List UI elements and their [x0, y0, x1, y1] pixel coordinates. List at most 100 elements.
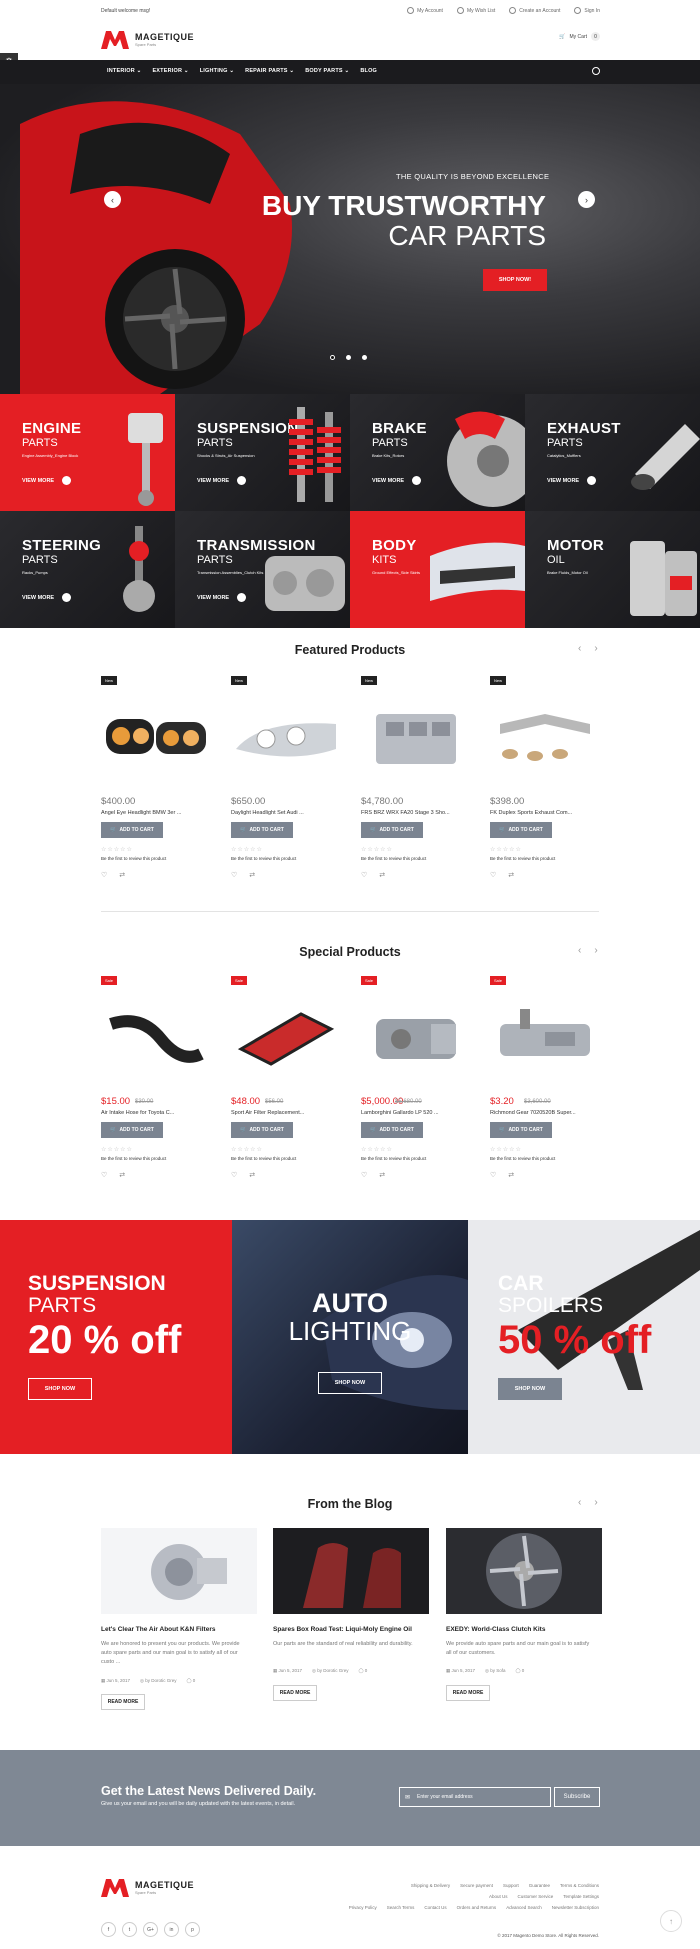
tile-transmission[interactable]: TRANSMISSION PARTS Transmission Assembli…	[175, 511, 350, 628]
tile-brake[interactable]: BRAKE PARTS Brake Kits_Rotors VIEW MORE	[350, 394, 525, 511]
review-prompt[interactable]: Be the first to review this product	[361, 1156, 427, 1161]
compare-icon[interactable]: ⇄	[119, 872, 126, 879]
nav-item-body-parts[interactable]: BODY PARTS ⌄	[305, 68, 350, 74]
back-to-top-icon[interactable]: ↑	[660, 1910, 682, 1932]
product-name[interactable]: FRS BRZ WRX FA20 Stage 3 Sho...	[361, 810, 450, 816]
footer-link[interactable]: Contact Us	[424, 1905, 447, 1910]
view-more-link[interactable]: VIEW MORE	[22, 593, 72, 602]
chevron-left-icon[interactable]: ‹	[578, 1497, 582, 1508]
banner-shop-button[interactable]: SHOP NOW	[318, 1372, 382, 1394]
tile-exhaust[interactable]: EXHAUST PARTS Catalytics_Mufflers VIEW M…	[525, 394, 700, 511]
footer-link[interactable]: Terms & Conditions	[559, 1883, 599, 1888]
banner-suspension[interactable]: SUSPENSION PARTS 20 % off SHOP NOW	[0, 1220, 232, 1454]
wishlist-heart-icon[interactable]: ♡	[361, 872, 368, 879]
blog-post-title[interactable]: EXEDY: World-Class Clutch Kits	[446, 1626, 546, 1633]
view-more-link[interactable]: VIEW MORE	[547, 476, 597, 485]
blog-image-turbo[interactable]	[101, 1528, 257, 1614]
nav-item-lighting[interactable]: LIGHTING ⌄	[199, 68, 235, 74]
banner-shop-button[interactable]: SHOP NOW	[498, 1378, 562, 1400]
product-image[interactable]	[231, 994, 341, 1074]
view-more-link[interactable]: VIEW MORE	[197, 593, 247, 602]
nav-item-interior[interactable]: INTERIOR ⌄	[107, 68, 142, 74]
product-image[interactable]	[231, 694, 341, 774]
review-prompt[interactable]: Be the first to review this product	[490, 1156, 556, 1161]
logo[interactable]: MAGETIQUE Spare Parts	[101, 30, 194, 49]
slider-dot[interactable]	[346, 355, 351, 360]
footer-link[interactable]: Privacy Policy	[348, 1905, 377, 1910]
blog-post-title[interactable]: Let's Clear The Air About K&N Filters	[101, 1626, 216, 1633]
compare-icon[interactable]: ⇄	[249, 1172, 256, 1179]
view-more-link[interactable]: VIEW MORE	[22, 476, 72, 485]
sign-in-link[interactable]: Sign In	[574, 7, 600, 14]
search-icon[interactable]	[592, 67, 600, 75]
hero-shop-button[interactable]: SHOP NOW!	[483, 269, 547, 291]
footer-link[interactable]: Shipping & Delivery	[410, 1883, 451, 1888]
product-image[interactable]	[361, 694, 471, 774]
tile-motor-oil[interactable]: MOTOR OIL Brake Fluids_Motor Oil	[525, 511, 700, 628]
add-to-cart-button[interactable]: 🛒ADD TO CART	[231, 822, 293, 838]
footer-link[interactable]: Secure payment	[460, 1883, 493, 1888]
add-to-cart-button[interactable]: 🛒ADD TO CART	[101, 1122, 163, 1138]
mini-cart[interactable]: 🛒 My Cart 0	[559, 32, 600, 41]
read-more-button[interactable]: READ MORE	[273, 1685, 317, 1701]
product-name[interactable]: Daylight Headlight Set Audi ...	[231, 810, 304, 816]
wishlist-heart-icon[interactable]: ♡	[231, 872, 238, 879]
footer-link[interactable]: Search Terms	[386, 1905, 415, 1910]
product-name[interactable]: Sport Air Filter Replacement...	[231, 1110, 305, 1116]
product-name[interactable]: Angel Eye Headlight BMW 3er ...	[101, 810, 182, 816]
compare-icon[interactable]: ⇄	[119, 1172, 126, 1179]
wishlist-heart-icon[interactable]: ♡	[361, 1172, 368, 1179]
product-image[interactable]	[361, 994, 471, 1074]
nav-item-blog[interactable]: BLOG	[360, 68, 378, 74]
review-prompt[interactable]: Be the first to review this product	[101, 1156, 167, 1161]
pinterest-icon[interactable]: p	[185, 1922, 200, 1937]
chevron-right-icon[interactable]: ›	[594, 945, 598, 956]
slider-dot[interactable]	[330, 355, 335, 360]
chevron-left-icon[interactable]: ‹	[578, 945, 582, 956]
tile-engine[interactable]: ENGINE PARTS Engine Assembly_Engine Bloc…	[0, 394, 175, 511]
footer-link[interactable]: Orders and Returns	[456, 1905, 497, 1910]
product-image[interactable]	[490, 994, 600, 1074]
slider-prev-icon[interactable]: ‹	[104, 191, 121, 208]
product-name[interactable]: Lamborghini Gallardo LP 520 ...	[361, 1110, 439, 1116]
product-image[interactable]	[101, 994, 211, 1074]
banner-auto-lighting[interactable]: AUTO LIGHTING SHOP NOW	[232, 1220, 468, 1454]
review-prompt[interactable]: Be the first to review this product	[361, 856, 427, 861]
product-image[interactable]	[101, 694, 211, 774]
blog-image-seats[interactable]	[273, 1528, 429, 1614]
tile-body-kits[interactable]: BODY KITS Ground Effects_Side Skirts	[350, 511, 525, 628]
slider-dot[interactable]	[362, 355, 367, 360]
newsletter-email-input[interactable]: ✉Enter your email address	[399, 1787, 551, 1807]
product-image[interactable]	[490, 694, 600, 774]
blog-image-wheel[interactable]	[446, 1528, 602, 1614]
footer-link[interactable]: Support	[502, 1883, 519, 1888]
compare-icon[interactable]: ⇄	[379, 872, 386, 879]
footer-link[interactable]: Template Settings	[563, 1894, 599, 1899]
compare-icon[interactable]: ⇄	[508, 872, 515, 879]
my-account-link[interactable]: My Account	[407, 7, 443, 14]
footer-link[interactable]: Advanced Search	[506, 1905, 542, 1910]
product-name[interactable]: Air Intake Hose for Toyota C...	[101, 1110, 175, 1116]
view-more-link[interactable]: VIEW MORE	[372, 476, 422, 485]
tile-steering[interactable]: STEERING PARTS Racks_Pumps VIEW MORE	[0, 511, 175, 628]
product-name[interactable]: FK Duplex Sports Exhaust Com...	[490, 810, 573, 816]
read-more-button[interactable]: READ MORE	[446, 1685, 490, 1701]
add-to-cart-button[interactable]: 🛒ADD TO CART	[231, 1122, 293, 1138]
wishlist-heart-icon[interactable]: ♡	[490, 1172, 497, 1179]
view-more-link[interactable]: VIEW MORE	[197, 476, 247, 485]
add-to-cart-button[interactable]: 🛒ADD TO CART	[361, 1122, 423, 1138]
add-to-cart-button[interactable]: 🛒ADD TO CART	[490, 1122, 552, 1138]
chevron-right-icon[interactable]: ›	[594, 643, 598, 654]
review-prompt[interactable]: Be the first to review this product	[101, 856, 167, 861]
add-to-cart-button[interactable]: 🛒ADD TO CART	[101, 822, 163, 838]
compare-icon[interactable]: ⇄	[379, 1172, 386, 1179]
add-to-cart-button[interactable]: 🛒ADD TO CART	[490, 822, 552, 838]
tile-suspension[interactable]: SUSPENSION PARTS Shocks & Struts_Air Sus…	[175, 394, 350, 511]
add-to-cart-button[interactable]: 🛒ADD TO CART	[361, 822, 423, 838]
footer-logo[interactable]: MAGETIQUE Spare Parts	[101, 1878, 194, 1897]
review-prompt[interactable]: Be the first to review this product	[490, 856, 556, 861]
wishlist-heart-icon[interactable]: ♡	[490, 872, 497, 879]
footer-link[interactable]: Customer Service	[517, 1894, 554, 1899]
footer-link[interactable]: About Us	[488, 1894, 508, 1899]
linkedin-icon[interactable]: in	[164, 1922, 179, 1937]
